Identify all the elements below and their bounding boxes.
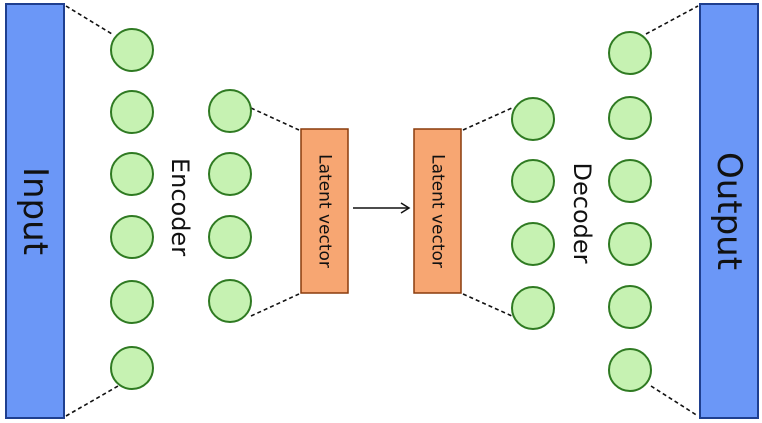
decoder-label: Decoder	[568, 163, 596, 264]
encoder-node	[208, 152, 252, 196]
decoder-layer-1	[511, 97, 555, 330]
latent-vector-left-label: Latent vector	[315, 154, 335, 268]
encoder-layer-2	[208, 89, 252, 323]
decoder-top-outer-line	[645, 5, 699, 35]
output-label: Output	[709, 152, 749, 270]
decoder-node	[511, 222, 555, 266]
encoder-node	[208, 89, 252, 133]
decoder-node	[608, 222, 652, 266]
decoder-node	[511, 97, 555, 141]
decoder-node	[511, 159, 555, 203]
encoder-node	[110, 90, 154, 134]
encoder-top-inner-line	[250, 107, 300, 131]
connector-lines	[65, 5, 699, 417]
output-bar	[699, 3, 759, 419]
encoder-node	[208, 215, 252, 259]
encoder-node	[208, 279, 252, 323]
encoder-bottom-inner-line	[250, 293, 300, 317]
encoder-node	[110, 280, 154, 324]
decoder-node	[608, 96, 652, 140]
encoder-layer-1	[110, 28, 154, 390]
decoder-layer-2	[608, 31, 652, 392]
latent-vector-right	[413, 128, 462, 294]
encoder-node	[110, 215, 154, 259]
latent-arrow	[353, 202, 411, 214]
decoder-node	[511, 286, 555, 330]
encoder-node	[110, 346, 154, 390]
decoder-top-inner-line	[462, 107, 513, 131]
decoder-node	[608, 159, 652, 203]
encoder-label: Encoder	[166, 158, 194, 256]
encoder-node	[110, 28, 154, 72]
input-label: Input	[15, 167, 55, 255]
input-bar	[5, 3, 65, 419]
decoder-node	[608, 348, 652, 392]
encoder-bottom-outer-line	[65, 385, 119, 417]
latent-vector-left	[300, 128, 349, 294]
encoder-top-outer-line	[65, 5, 113, 35]
latent-vector-right-label: Latent vector	[428, 154, 448, 268]
decoder-node	[608, 31, 652, 75]
encoder-node	[110, 152, 154, 196]
decoder-node	[608, 285, 652, 329]
decoder-bottom-inner-line	[462, 293, 513, 317]
decoder-bottom-outer-line	[650, 385, 699, 417]
